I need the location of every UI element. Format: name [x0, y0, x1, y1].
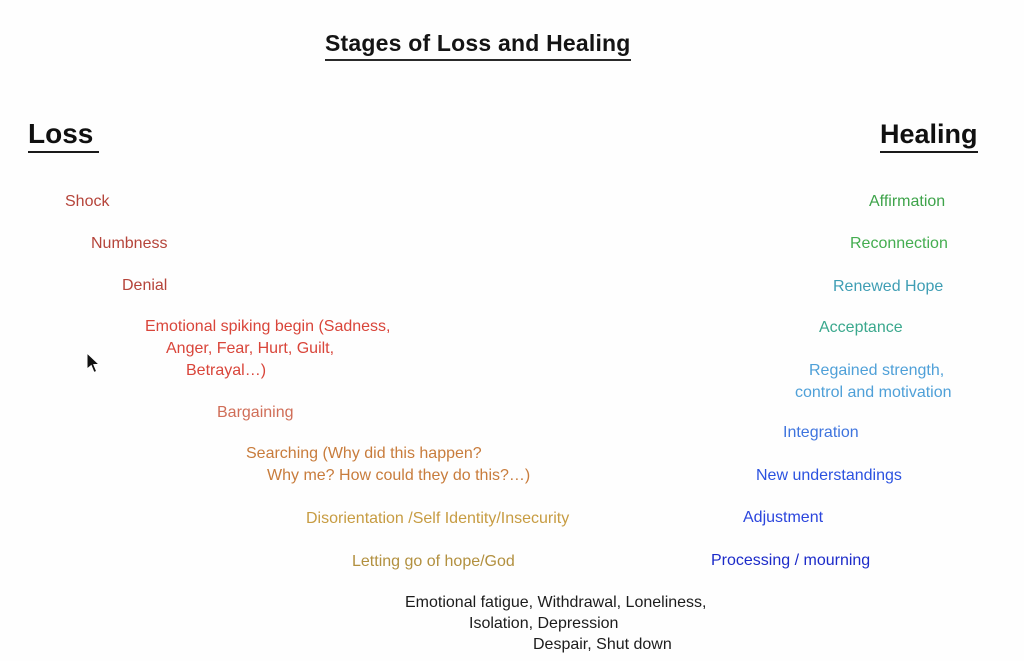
healing-column-header: Healing — [880, 119, 978, 153]
healing-stage-regained-strength: Regained strength, control and motivation — [795, 360, 952, 404]
loss-stage-letting-go-line: Letting go of hope/God — [352, 553, 515, 570]
healing-stage-reconnection-line: Reconnection — [850, 235, 948, 252]
healing-stage-acceptance-line: Acceptance — [819, 319, 903, 336]
healing-stage-processing-mourning-line: Processing / mourning — [711, 552, 871, 569]
healing-stage-adjustment: Adjustment — [743, 507, 823, 529]
loss-stage-letting-go: Letting go of hope/God — [352, 551, 515, 573]
loss-stage-emotional-spiking: Emotional spiking begin (Sadness, Anger, … — [145, 316, 390, 382]
loss-stage-numbness-line: Numbness — [91, 235, 168, 252]
healing-stage-acceptance: Acceptance — [819, 317, 903, 339]
loss-stage-denial-line: Denial — [122, 277, 168, 294]
loss-stage-depression-cluster: Emotional fatigue, Withdrawal, Lonelines… — [405, 592, 707, 655]
loss-stage-emotional-spiking-line: Betrayal…) — [186, 362, 267, 379]
loss-column-header: Loss — [28, 118, 100, 153]
healing-stage-regained-strength-line: Regained strength, — [809, 362, 945, 379]
loss-stage-searching-line: Why me? How could they do this?…) — [267, 467, 531, 484]
healing-stage-affirmation: Affirmation — [869, 191, 945, 213]
healing-stage-reconnection: Reconnection — [850, 233, 948, 255]
healing-stage-processing-mourning: Processing / mourning — [711, 550, 870, 572]
loss-stage-bargaining: Bargaining — [217, 402, 294, 424]
loss-stage-depression-cluster-line: Despair, Shut down — [533, 636, 672, 653]
loss-stage-numbness: Numbness — [91, 233, 167, 255]
page-title: Stages of Loss and Healing — [325, 30, 631, 61]
healing-stage-new-understandings-line: New understandings — [756, 467, 902, 484]
healing-stage-renewed-hope: Renewed Hope — [833, 276, 943, 298]
loss-stage-bargaining-line: Bargaining — [217, 404, 294, 421]
loss-stage-emotional-spiking-line: Anger, Fear, Hurt, Guilt, — [166, 340, 335, 357]
loss-stage-shock: Shock — [65, 191, 109, 213]
healing-stage-adjustment-line: Adjustment — [743, 509, 824, 526]
healing-stage-integration-line: Integration — [783, 424, 859, 441]
healing-stage-integration: Integration — [783, 422, 859, 444]
healing-stage-affirmation-line: Affirmation — [869, 193, 946, 210]
healing-stage-renewed-hope-line: Renewed Hope — [833, 278, 944, 295]
loss-stage-searching-line: Searching (Why did this happen? — [246, 445, 482, 462]
loss-stage-shock-line: Shock — [65, 193, 110, 210]
loss-stage-disorientation: Disorientation /Self Identity/Insecurity — [306, 508, 569, 530]
loss-stage-depression-cluster-line: Isolation, Depression — [469, 615, 619, 632]
loss-stage-depression-cluster-line: Emotional fatigue, Withdrawal, Lonelines… — [405, 594, 707, 611]
loss-stage-denial: Denial — [122, 275, 167, 297]
healing-stage-new-understandings: New understandings — [756, 465, 902, 487]
healing-stage-regained-strength-line: control and motivation — [795, 384, 952, 401]
mouse-pointer-icon — [86, 352, 101, 374]
loss-stage-emotional-spiking-line: Emotional spiking begin (Sadness, — [145, 318, 391, 335]
loss-stage-disorientation-line: Disorientation /Self Identity/Insecurity — [306, 510, 570, 527]
loss-stage-searching: Searching (Why did this happen? Why me? H… — [246, 443, 530, 487]
